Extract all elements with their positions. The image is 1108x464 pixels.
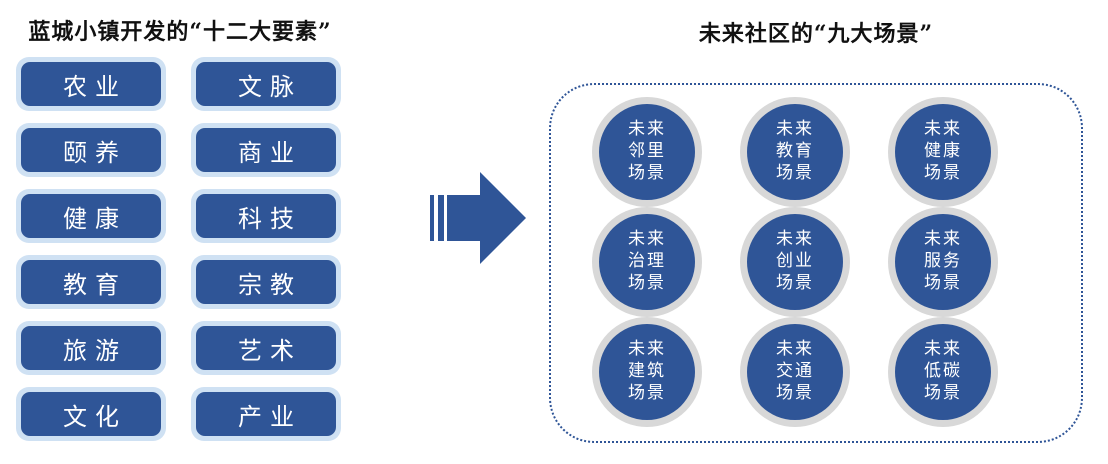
scene-circle: 未来 教育 场景 — [740, 97, 850, 207]
scene-circle: 未来 交通 场景 — [740, 317, 850, 427]
element-box: 宗教 — [191, 255, 341, 309]
left-panel-title: 蓝城小镇开发的“十二大要素” — [28, 19, 332, 45]
element-label: 教育 — [21, 260, 161, 304]
element-box: 科技 — [191, 189, 341, 243]
element-box: 商业 — [191, 123, 341, 177]
scene-circle: 未来 治理 场景 — [592, 207, 702, 317]
scene-circle: 未来 服务 场景 — [888, 207, 998, 317]
scene-label: 未来 建筑 场景 — [599, 324, 695, 420]
element-box: 农业 — [16, 57, 166, 111]
element-box: 旅游 — [16, 321, 166, 375]
twelve-elements-grid: 农业 文脉 颐养 商业 健康 科技 教育 宗教 旅游 艺术 文化 产业 — [16, 57, 341, 441]
element-box: 教育 — [16, 255, 166, 309]
nine-scenes-dotted-frame: 未来 邻里 场景 未来 教育 场景 未来 健康 场景 未来 治理 场景 未来 创… — [549, 83, 1083, 443]
scene-circle: 未来 低碳 场景 — [888, 317, 998, 427]
element-box: 文脉 — [191, 57, 341, 111]
striped-right-arrow-icon — [430, 172, 526, 264]
element-label: 健康 — [21, 194, 161, 238]
element-box: 颐养 — [16, 123, 166, 177]
element-label: 宗教 — [196, 260, 336, 304]
scene-label: 未来 低碳 场景 — [895, 324, 991, 420]
right-panel-title: 未来社区的“九大场景” — [698, 21, 934, 47]
scene-label: 未来 创业 场景 — [747, 214, 843, 310]
scene-label: 未来 教育 场景 — [747, 104, 843, 200]
element-box: 艺术 — [191, 321, 341, 375]
element-label: 艺术 — [196, 326, 336, 370]
element-label: 农业 — [21, 62, 161, 106]
element-label: 文化 — [21, 392, 161, 436]
element-box: 文化 — [16, 387, 166, 441]
scene-label: 未来 健康 场景 — [895, 104, 991, 200]
element-box: 健康 — [16, 189, 166, 243]
element-label: 文脉 — [196, 62, 336, 106]
scene-circle: 未来 创业 场景 — [740, 207, 850, 317]
element-box: 产业 — [191, 387, 341, 441]
element-label: 颐养 — [21, 128, 161, 172]
scene-label: 未来 邻里 场景 — [599, 104, 695, 200]
element-label: 产业 — [196, 392, 336, 436]
scene-label: 未来 交通 场景 — [747, 324, 843, 420]
scene-label: 未来 治理 场景 — [599, 214, 695, 310]
scene-circle: 未来 建筑 场景 — [592, 317, 702, 427]
element-label: 科技 — [196, 194, 336, 238]
scene-circle: 未来 健康 场景 — [888, 97, 998, 207]
element-label: 商业 — [196, 128, 336, 172]
scene-circle: 未来 邻里 场景 — [592, 97, 702, 207]
element-label: 旅游 — [21, 326, 161, 370]
scene-label: 未来 服务 场景 — [895, 214, 991, 310]
